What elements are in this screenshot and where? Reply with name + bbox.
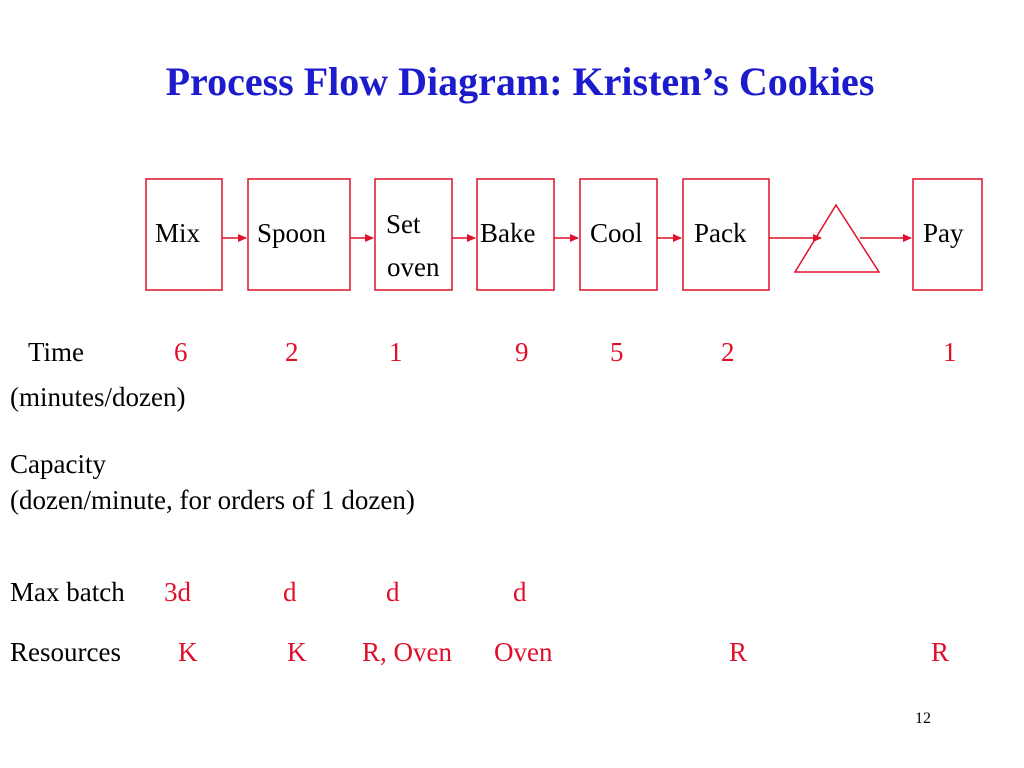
resources-label: Resources (10, 637, 121, 667)
time-value-cool: 5 (610, 337, 624, 367)
step-label-spoon: Spoon (257, 218, 327, 248)
step-label-set-oven-line1: Set (386, 209, 421, 239)
step-box-cool (579, 178, 658, 291)
step-box-spoon (247, 178, 351, 291)
resources-value-pay: R (931, 637, 950, 667)
time-value-bake: 9 (515, 337, 529, 367)
step-label-cool: Cool (590, 218, 643, 248)
step-box-bake (476, 178, 555, 291)
max-batch-value-set-oven: d (386, 577, 400, 607)
time-value-mix: 6 (174, 337, 188, 367)
max-batch-value-bake: d (513, 577, 527, 607)
step-box-pack (682, 178, 770, 291)
capacity-unit-label: (dozen/minute, for orders of 1 dozen) (10, 485, 415, 515)
step-label-mix: Mix (155, 218, 201, 248)
page-number: 12 (915, 710, 931, 727)
resources-value-set-oven: R, Oven (362, 637, 452, 667)
step-box-pay (912, 178, 983, 291)
max-batch-value-mix: 3d (164, 577, 191, 607)
step-label-bake: Bake (480, 218, 536, 248)
resources-value-pack: R (729, 637, 748, 667)
step-label-set-oven-line2: oven (387, 252, 440, 282)
slide-title: Process Flow Diagram: Kristen’s Cookies (165, 59, 875, 104)
step-box-set-oven (374, 178, 453, 291)
max-batch-label: Max batch (10, 577, 125, 607)
time-value-pay: 1 (943, 337, 957, 367)
resources-value-mix: K (178, 637, 198, 667)
capacity-label: Capacity (10, 449, 106, 479)
time-value-pack: 2 (721, 337, 735, 367)
resources-value-spoon: K (287, 637, 307, 667)
time-label: Time (28, 337, 85, 367)
step-label-pay: Pay (923, 218, 964, 248)
time-unit-label: (minutes/dozen) (10, 382, 186, 412)
max-batch-value-spoon: d (283, 577, 297, 607)
step-box-mix (145, 178, 223, 291)
time-value-spoon: 2 (285, 337, 299, 367)
resources-value-bake: Oven (494, 637, 553, 667)
step-label-pack: Pack (694, 218, 747, 248)
time-value-set-oven: 1 (389, 337, 403, 367)
